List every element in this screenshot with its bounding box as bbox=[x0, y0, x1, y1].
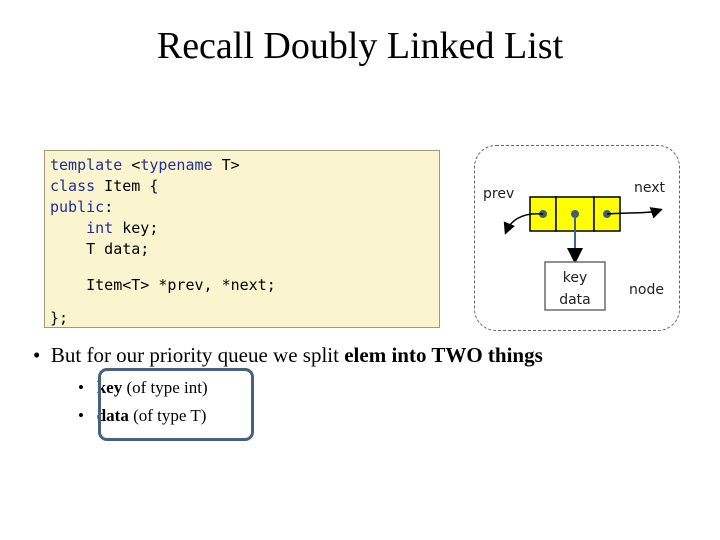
next-label: next bbox=[634, 180, 666, 196]
code-line-template: template <typename T> bbox=[50, 156, 240, 174]
code-line-public: public: bbox=[50, 198, 114, 216]
code-line-data: T data; bbox=[86, 240, 150, 258]
main-bullet: • But for our priority queue we split el… bbox=[33, 343, 543, 367]
code-line-close: }; bbox=[50, 309, 69, 327]
next-arrow bbox=[606, 207, 663, 219]
code-line-key: int key; bbox=[86, 219, 159, 237]
sub-bullet-key: • key (of type int) bbox=[78, 378, 208, 397]
prev-label: prev bbox=[483, 186, 515, 202]
code-box: template <typename T> class Item { publi… bbox=[44, 150, 440, 328]
node-label: node bbox=[629, 282, 664, 298]
node-diagram-frame bbox=[474, 145, 680, 331]
callout-box bbox=[98, 368, 254, 441]
code-line-pointers: Item<T> *prev, *next; bbox=[86, 276, 276, 294]
elem-box bbox=[544, 261, 606, 311]
code-line-class: class Item { bbox=[50, 177, 159, 195]
prev-arrow bbox=[503, 213, 544, 235]
key-label: key bbox=[562, 270, 588, 286]
sub-bullet-data: • data (of type T) bbox=[78, 406, 207, 425]
data-label: data bbox=[559, 292, 591, 308]
slide-title: Recall Doubly Linked List bbox=[156, 25, 564, 67]
bullet-marker: • bbox=[33, 343, 41, 367]
